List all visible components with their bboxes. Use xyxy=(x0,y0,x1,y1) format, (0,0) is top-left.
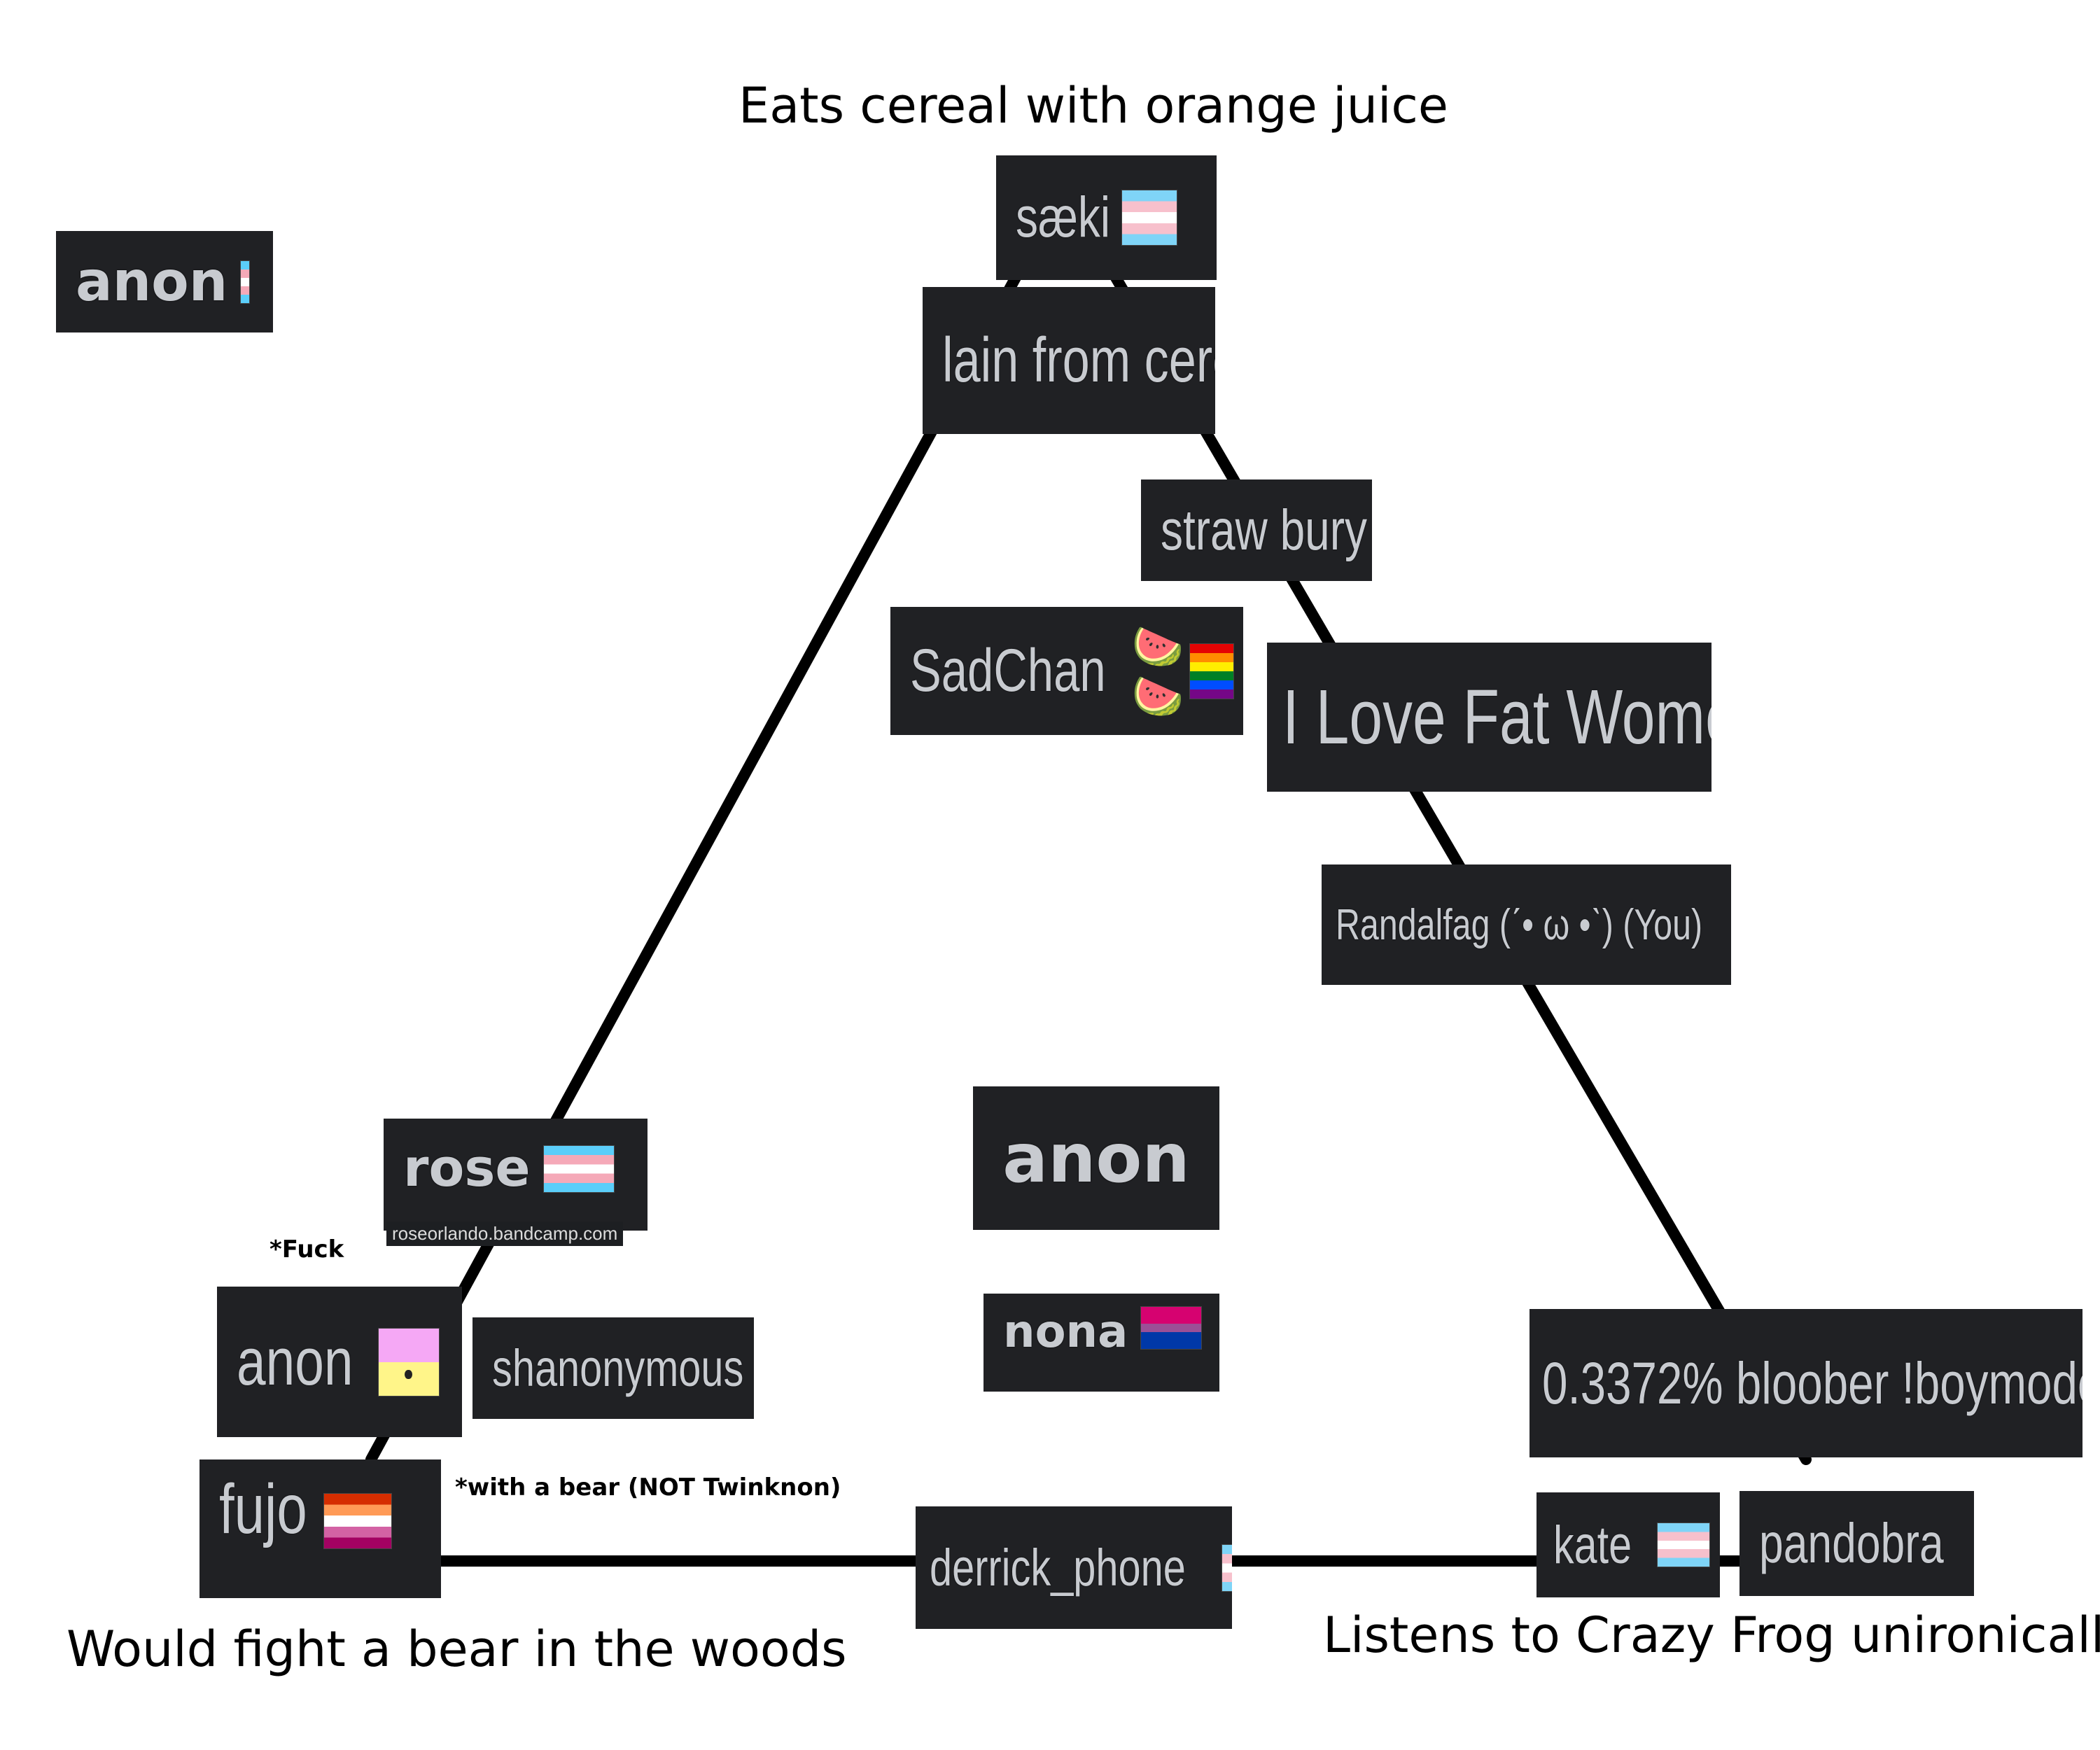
note-with-bear: *with a bear (NOT Twinknon) xyxy=(455,1474,841,1502)
user-tag-kate: kate xyxy=(1536,1492,1720,1597)
vertex-label-bottom-right: Listens to Crazy Frog unironically xyxy=(1323,1606,2100,1664)
watermelon-icon: 🍉🍉 xyxy=(1131,622,1184,721)
user-name: nona xyxy=(1003,1306,1128,1358)
user-tag-saeki: sæki xyxy=(996,155,1217,280)
sun-flag-icon xyxy=(377,1327,440,1396)
user-tag-randalfag: Randalfag (ˊ• ω •ˋ) (You) xyxy=(1322,864,1731,985)
user-tag-fujo: fujo xyxy=(200,1460,441,1598)
user-tag-nona: nona xyxy=(983,1294,1219,1392)
user-tag-shanonymous: shanonymous xyxy=(472,1317,754,1419)
user-name: pandobra xyxy=(1759,1512,1944,1574)
user-tag-sadchan: SadChan 🍉🍉 xyxy=(890,607,1243,735)
user-name: anon xyxy=(1002,1119,1190,1198)
user-tag-pandobra: pandobra xyxy=(1740,1491,1974,1596)
user-url[interactable]: roseorlando.bandcamp.com xyxy=(386,1222,624,1246)
user-name: anon xyxy=(76,250,228,314)
vertex-label-bottom-left: Would fight a bear in the woods xyxy=(66,1620,847,1678)
user-tag-straw-bury: straw bury xyxy=(1141,479,1372,581)
user-name: rose xyxy=(403,1138,531,1198)
trans-flag-icon xyxy=(1656,1522,1710,1567)
user-name: kate xyxy=(1553,1515,1632,1575)
trans-flag-icon xyxy=(542,1145,615,1193)
user-name: straw bury xyxy=(1161,498,1368,562)
user-name: Randalfag (ˊ• ω •ˋ) (You) xyxy=(1336,900,1703,949)
user-tag-rose: rose xyxy=(384,1119,648,1231)
user-name: anon xyxy=(237,1324,354,1399)
user-tag-derrick-phone: derrick_phone xyxy=(916,1506,1232,1629)
trans-flag-icon xyxy=(1121,190,1178,246)
vertex-label-top: Eats cereal with orange juice xyxy=(738,77,1448,134)
user-name: lain from cereal xyxy=(942,325,1215,396)
lesbian-flag-icon xyxy=(323,1493,393,1549)
user-name: derrick_phone xyxy=(930,1539,1186,1597)
bi-flag-icon xyxy=(1140,1306,1203,1350)
note-fuck: *Fuck xyxy=(270,1236,344,1264)
user-name: I Love Fat Women xyxy=(1282,674,1712,760)
user-name: SadChan xyxy=(910,637,1106,704)
user-tag-i-love-fat-women: I Love Fat Women xyxy=(1267,643,1712,792)
user-tag-bloober: 0.3372% bloober !boymodewng ♪ xyxy=(1530,1309,2082,1457)
trans-flag-icon xyxy=(1221,1544,1232,1592)
user-name: shanonymous xyxy=(492,1339,744,1397)
user-name: fujo xyxy=(219,1470,307,1548)
user-tag-lain: lain from cereal xyxy=(923,287,1215,434)
rainbow-flag-icon xyxy=(1189,643,1235,699)
user-tag-anon-corner: anon xyxy=(56,231,273,332)
user-name: 0.3372% bloober !boymodewng xyxy=(1542,1350,2082,1416)
user-tag-anon-left: anon xyxy=(217,1287,462,1437)
trans-flag-icon xyxy=(240,260,251,304)
user-name: sæki xyxy=(1016,186,1111,249)
user-tag-anon-center: anon xyxy=(973,1086,1219,1230)
